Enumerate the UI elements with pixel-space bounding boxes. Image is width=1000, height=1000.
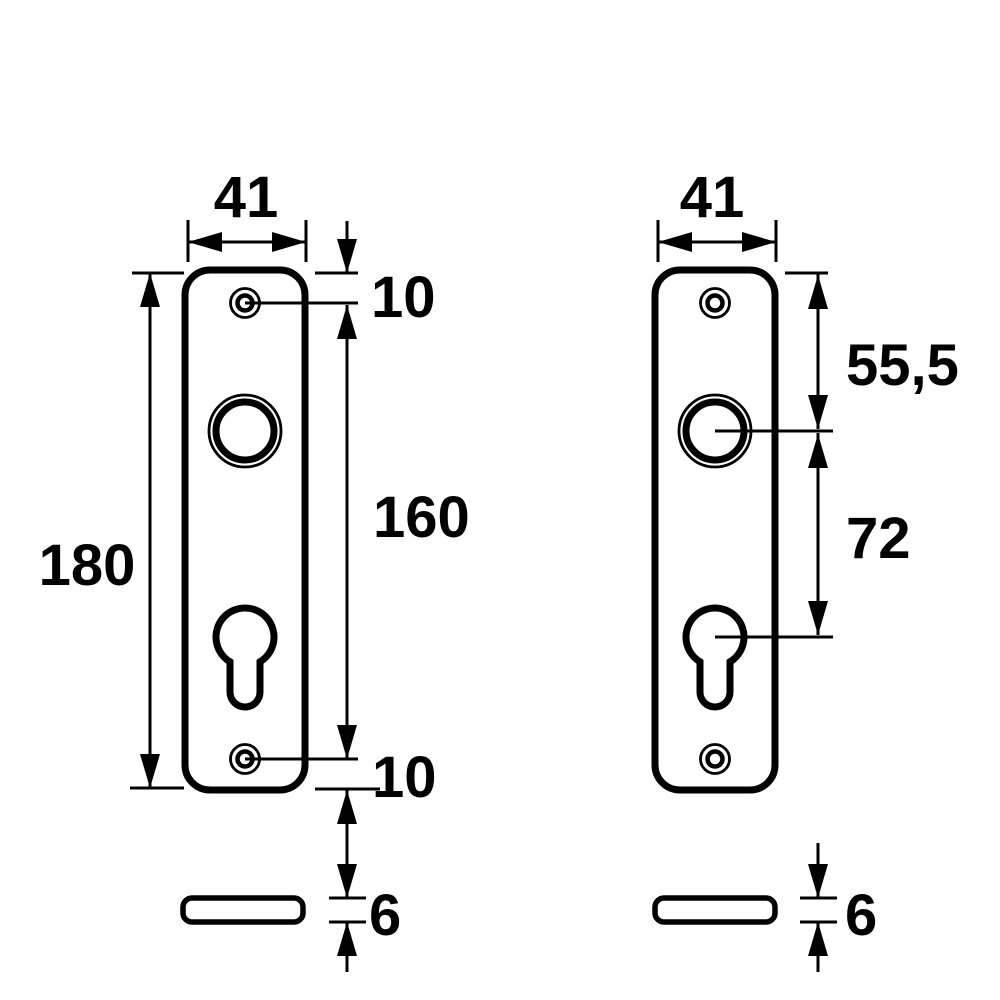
arrow-left-icon [658, 232, 692, 252]
arrow-right-icon [742, 232, 776, 252]
dim-label-bottom-offset: 10 [372, 745, 437, 810]
top-screw-hole-icon [699, 287, 731, 319]
right-thickness-dimension: 6 [800, 843, 877, 972]
arrow-up-icon [337, 790, 357, 824]
arrow-down-icon [808, 864, 828, 898]
left-plate-front-view [181, 266, 309, 794]
screw-hole-inner-ring [705, 293, 725, 313]
dim-label-width: 41 [680, 165, 745, 230]
arrow-up-icon [337, 305, 357, 339]
plate-outline [181, 266, 309, 794]
dim-label-top-to-handle: 55,5 [846, 333, 959, 398]
euro-cylinder-keyhole-icon [212, 604, 278, 711]
left-width-dimension: 41 [186, 165, 308, 262]
euro-cylinder-keyhole-icon [682, 604, 748, 711]
right-plate-front-view [651, 266, 779, 794]
arrow-down-icon [808, 601, 828, 635]
bottom-screw-hole-icon [699, 743, 731, 775]
arrow-up-icon [808, 434, 828, 468]
left-hole-spacing-dimensions: 10 160 10 [245, 221, 470, 898]
screw-hole-inner-ring [705, 749, 725, 769]
handle-hole-icon [207, 393, 283, 469]
dim-label-hole-spacing: 160 [373, 485, 470, 550]
arrow-up-icon [337, 922, 357, 956]
plate-outline [651, 266, 779, 794]
left-plate-side-view [180, 895, 306, 925]
arrow-up-icon [140, 273, 160, 307]
arrow-down-icon [140, 754, 160, 788]
arrow-down-icon [337, 864, 357, 898]
arrow-down-icon [337, 239, 357, 273]
arrow-up-icon [808, 922, 828, 956]
dim-label-handle-to-cylinder: 72 [846, 506, 911, 571]
left-thickness-dimension: 6 [329, 883, 401, 972]
left-height-dimension: 180 [39, 271, 184, 790]
dim-label-thickness: 6 [845, 883, 877, 948]
arrow-right-icon [272, 232, 306, 252]
dim-label-width: 41 [214, 165, 279, 230]
right-width-dimension: 41 [656, 165, 778, 262]
right-hole-position-dimensions: 55,5 72 [715, 271, 959, 639]
arrow-down-icon [808, 395, 828, 429]
handle-hole-inner-ring [212, 398, 278, 464]
arrow-left-icon [188, 232, 222, 252]
dim-label-height: 180 [39, 533, 136, 598]
dim-label-thickness: 6 [369, 883, 401, 948]
arrow-down-icon [337, 725, 357, 759]
arrow-up-icon [808, 275, 828, 309]
right-plate-side-view [652, 895, 778, 925]
dim-label-top-offset: 10 [371, 265, 436, 330]
